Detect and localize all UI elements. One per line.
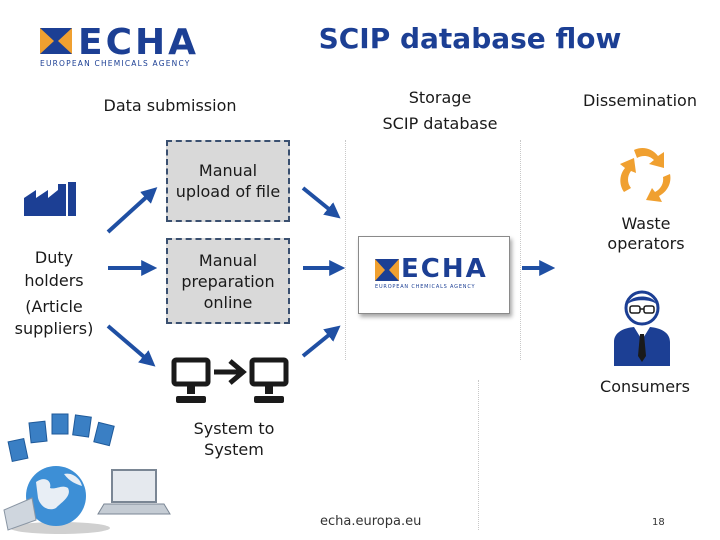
system-to-system-label: System to System bbox=[193, 419, 275, 459]
consumer-icon bbox=[614, 290, 670, 366]
globe-network-image bbox=[3, 413, 171, 534]
system-to-system-icon bbox=[171, 357, 289, 403]
duty-holders-line2: holders bbox=[24, 271, 84, 290]
duty-holders-line3: (Article bbox=[25, 297, 83, 316]
logo-subtext: EUROPEAN CHEMICALS AGENCY bbox=[40, 59, 191, 68]
storage-logo-text: ECHA bbox=[401, 254, 488, 284]
consumers-label: Consumers bbox=[600, 377, 690, 396]
column-storage-line2: SCIP database bbox=[382, 114, 498, 133]
recycle-icon bbox=[620, 148, 671, 202]
arrow-upload-to-storage bbox=[301, 186, 341, 219]
storage-logo-mark bbox=[375, 259, 399, 281]
separator-right bbox=[520, 140, 521, 360]
arrow-duty-to-upload bbox=[106, 187, 158, 234]
manual-preparation-box: Manual preparation online bbox=[166, 238, 290, 324]
manual-preparation-label: Manual preparation online bbox=[181, 250, 275, 312]
footer-url: echa.europa.eu bbox=[320, 514, 422, 529]
echa-logo-mark bbox=[40, 28, 72, 54]
logo-text: ECHA bbox=[78, 22, 200, 63]
separator-left bbox=[345, 140, 346, 360]
column-submission: Data submission bbox=[103, 96, 237, 115]
manual-upload-box: Manual upload of file bbox=[166, 140, 290, 222]
page-title: SCIP database flow bbox=[318, 22, 622, 55]
waste-operators-label: Waste operators bbox=[607, 214, 685, 253]
arrow-duty-to-system bbox=[106, 324, 156, 367]
duty-holders-line1: Duty bbox=[34, 248, 74, 267]
manual-upload-label: Manual upload of file bbox=[175, 161, 281, 201]
arrow-system-to-storage bbox=[301, 325, 341, 358]
echa-logo: ECHA EUROPEAN CHEMICALS AGENCY bbox=[40, 22, 210, 70]
storage-logo-subtext: EUROPEAN CHEMICALS AGENCY bbox=[375, 284, 476, 290]
duty-holders-line4: suppliers) bbox=[14, 319, 94, 338]
storage-echa-logo: ECHA EUROPEAN CHEMICALS AGENCY bbox=[358, 236, 510, 314]
column-dissemination: Dissemination bbox=[583, 91, 697, 110]
factory-icon bbox=[24, 182, 76, 216]
separator-bottom bbox=[478, 380, 479, 530]
column-storage-line1: Storage bbox=[408, 88, 472, 107]
page-number: 18 bbox=[652, 517, 665, 528]
